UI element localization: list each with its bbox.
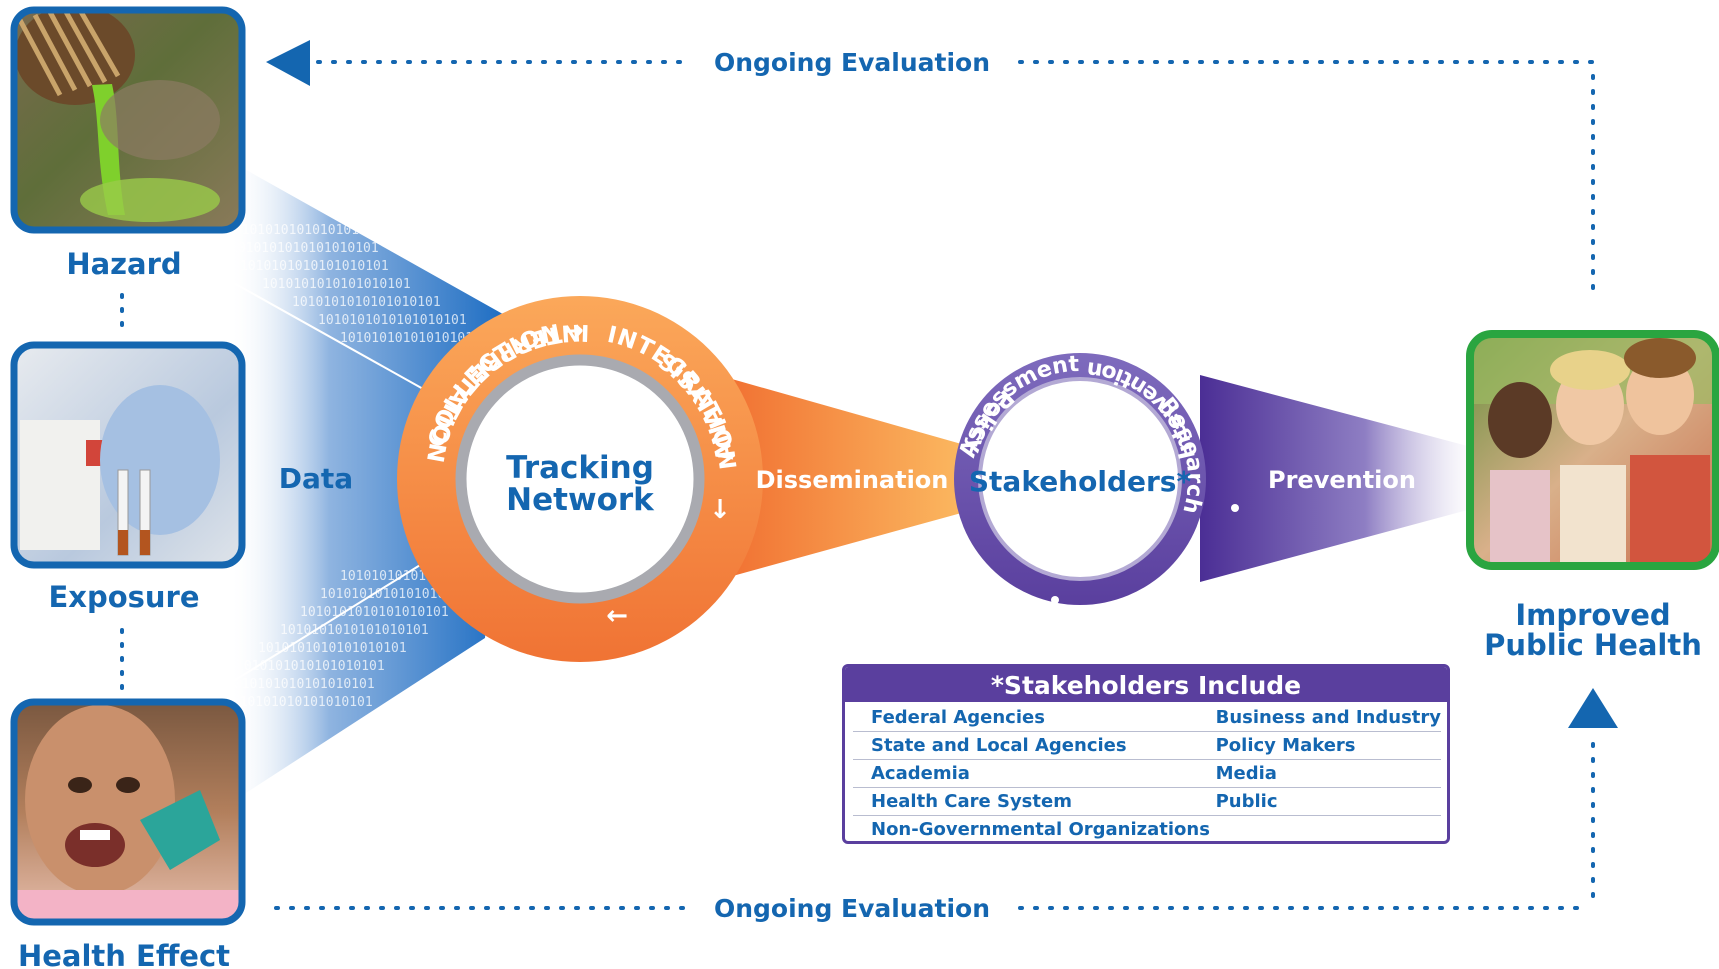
exposure-label: Exposure [48,580,199,614]
stakeholders-title: Stakeholders* [969,465,1192,498]
stakeholders-table: Federal Agencies Business and Industry S… [853,704,1441,842]
hazard-label: Hazard [66,247,181,281]
data-label: Data [279,462,353,495]
binary-line: 1010101010101010101 [318,313,467,328]
stakeholder-item: Non-Governmental Organizations [871,819,1210,840]
evaluation-arrowhead-left [266,40,310,86]
stakeholder-item: State and Local Agencies [853,731,1216,760]
stakeholder-item: Public [1215,787,1441,816]
stakeholders-ring: Assessment Research Intervention Policy … [954,351,1239,605]
binary-line: 1010101010101010101 [226,223,375,238]
stakeholders-include-box: *Stakeholders Include Federal Agencies B… [842,664,1450,844]
dissemination-cone [700,370,965,585]
table-row: Federal Agencies Business and Industry [853,704,1441,732]
tracking-network-ring: COLLECTION → INTEGRATION ANALYSIS INTERP… [397,296,763,662]
binary-line: 1010101010101010101 [224,695,373,710]
prevention-label: Prevention [1268,466,1416,494]
binary-line: 1010101010101010101 [258,641,407,656]
prevention-cone [1200,375,1475,582]
ongoing-evaluation-top: Ongoing Evaluation [714,48,990,77]
tracking-network-title: Network [506,482,655,518]
binary-line: 1010101010101010101 [262,277,411,292]
binary-line: 1010101010101010101 [226,677,375,692]
improved-public-health-label: Public Health [1484,628,1702,662]
ring-separator-dot [973,475,981,483]
dissemination-label: Dissemination [756,466,949,494]
hazard-photo [10,6,246,234]
data-stream-line [231,281,426,391]
stakeholder-item: Health Care System [853,787,1216,816]
ring-separator-dot [1231,504,1239,512]
stakeholder-item: Policy Makers [1215,731,1441,760]
tracking-network-title: Tracking [506,450,654,486]
stakeholder-item: Media [1215,759,1441,788]
binary-line: 1010101010101010101 [340,331,489,346]
stakeholder-item: Federal Agencies [853,704,1216,732]
evaluation-loop: Ongoing Evaluation Ongoing Evaluation [266,40,1618,923]
binary-data-streams: 1010101010101010101 1010101010101010101 … [224,223,489,710]
table-row: Non-Governmental Organizations [853,816,1441,842]
health-effect-label: Health Effect [18,939,230,969]
binary-line: 1010101010101010101 [300,605,449,620]
ring-arrow: → [561,316,584,347]
binary-line: 1010101010101010101 [280,623,429,638]
binary-line: 1010101010101010101 [240,259,389,274]
binary-line: 1010101010101010101 [320,587,469,602]
improved-public-health-label: Improved [1515,598,1670,632]
ring-arrow: ← [606,601,628,631]
stakeholder-item: Academia [853,759,1216,788]
ring-separator-dot [1051,596,1059,604]
binary-line: 1010101010101010101 [236,659,385,674]
table-row: State and Local Agencies Policy Makers [853,731,1441,760]
table-row: Academia Media [853,759,1441,788]
ring-arrow: ↓ [709,495,731,525]
improved-public-health-photo [1466,330,1719,570]
stakeholders-include-title: *Stakeholders Include [845,667,1447,702]
binary-line: 1010101010101010101 [230,241,379,256]
stakeholder-item [1216,816,1441,842]
data-stream-line [231,561,426,683]
exposure-photo [10,341,246,569]
ongoing-evaluation-bottom: Ongoing Evaluation [714,894,990,923]
table-row: Health Care System Public [853,787,1441,816]
ring-separator-dot [1139,351,1147,359]
stakeholder-item: Business and Industry [1215,704,1441,732]
binary-line: 1010101010101010101 [292,295,441,310]
evaluation-arrowhead-up [1568,688,1618,728]
tracking-ring-inner [455,354,705,604]
health-effect-photo [10,698,246,926]
